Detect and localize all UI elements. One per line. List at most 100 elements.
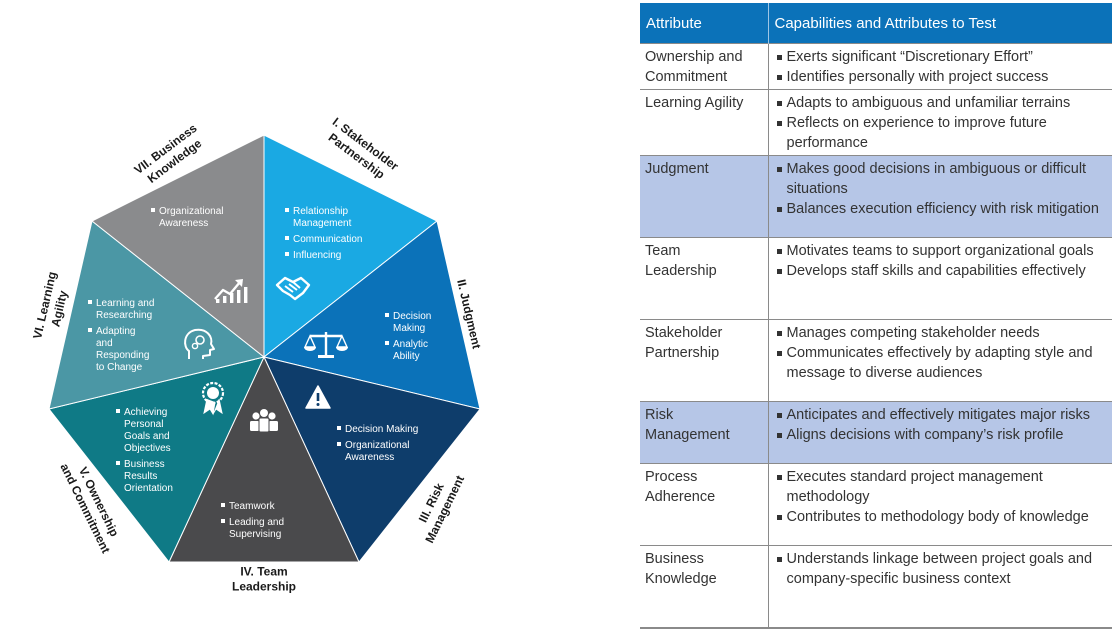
segment-business	[91, 134, 265, 359]
bullet-text: Business	[124, 459, 165, 470]
attribute-cell: Learning Agility	[640, 89, 769, 156]
capabilities-cell: Understands linkage between project goal…	[768, 545, 1112, 628]
capabilities-list: Understands linkage between project goal…	[774, 549, 1109, 589]
bullet-marker	[285, 252, 289, 256]
attribute-name-line: Team	[645, 243, 681, 259]
bullet-marker	[116, 409, 120, 413]
capability-item: Balances execution efficiency with risk …	[774, 199, 1109, 219]
head-gears-icon	[184, 328, 215, 359]
capabilities-cell: Anticipates and effectively mitigates ma…	[768, 401, 1112, 464]
bullet-marker	[88, 328, 92, 332]
bullet-marker	[221, 519, 225, 523]
bullet-text: Awareness	[345, 452, 394, 463]
attribute-name-line: Management	[645, 427, 730, 443]
attribute-name-line: Risk	[645, 407, 674, 423]
attribute-name-line: Leadership	[645, 263, 717, 279]
capability-item: Contributes to methodology body of knowl…	[774, 507, 1109, 527]
capabilities-list: Makes good decisions in ambiguous or dif…	[774, 159, 1109, 219]
handshake-icon	[275, 276, 311, 301]
bullet-text: Leading and	[229, 517, 284, 528]
attribute-name-line: Judgment	[645, 161, 709, 177]
bullet-marker	[221, 503, 225, 507]
team-icon	[250, 409, 278, 433]
bullet-text: Responding	[96, 350, 149, 361]
capability-item: Motivates teams to support organizationa…	[774, 241, 1109, 261]
warning-icon	[305, 385, 331, 409]
bullet-text: Adapting	[96, 326, 135, 337]
attribute-name-line: Business	[645, 551, 704, 567]
attribute-name-line: Commitment	[645, 69, 728, 85]
bullet-text: Relationship	[293, 206, 348, 217]
table-row: Judgment Makes good decisions in ambiguou…	[640, 155, 1112, 238]
capability-item: Develops staff skills and capabilities e…	[774, 261, 1109, 281]
bullet-text: Organizational	[345, 440, 409, 451]
header-capabilities: Capabilities and Attributes to Test	[768, 3, 1112, 44]
capabilities-cell: Makes good decisions in ambiguous or dif…	[768, 155, 1112, 238]
bullet-marker	[88, 300, 92, 304]
capabilities-cell: Motivates teams to support organizationa…	[768, 237, 1112, 320]
bullet-marker	[337, 426, 341, 430]
bullet-text: Researching	[96, 310, 152, 321]
segment-title-line: Leadership	[232, 580, 296, 594]
bullet-text: Influencing	[293, 250, 341, 261]
bullet-text: Goals and	[124, 431, 170, 442]
bullet-text: Learning and	[96, 298, 154, 309]
table-header-row: Attribute Capabilities and Attributes to…	[640, 3, 1112, 44]
bullet-marker	[337, 442, 341, 446]
bullet-text: Supervising	[229, 529, 281, 540]
capability-item: Reflects on experience to improve future…	[774, 113, 1109, 153]
bullet-text: Orientation	[124, 483, 173, 494]
bullet-text: Decision Making	[345, 424, 418, 435]
bullet-text: Achieving	[124, 407, 167, 418]
attribute-name-line: Learning Agility	[645, 95, 744, 111]
capabilities-list: Executes standard project management met…	[774, 467, 1109, 527]
table-row: Learning Agility Adapts to ambiguous and …	[640, 89, 1112, 156]
bullet-marker	[116, 461, 120, 465]
capability-item: Understands linkage between project goal…	[774, 549, 1109, 589]
bullet-text: Teamwork	[229, 501, 276, 512]
capabilities-list: Exerts significant “Discretionary Effort…	[774, 47, 1109, 87]
capabilities-list: Adapts to ambiguous and unfamiliar terra…	[774, 93, 1109, 153]
capabilities-list: Anticipates and effectively mitigates ma…	[774, 405, 1109, 445]
bullet-text: to Change	[96, 362, 143, 373]
attribute-cell: Judgment	[640, 155, 769, 238]
bullet-marker	[285, 236, 289, 240]
bullet-text: Decision	[393, 311, 431, 322]
bullet-text: Results	[124, 471, 157, 482]
capability-item: Makes good decisions in ambiguous or dif…	[774, 159, 1109, 199]
capability-item: Executes standard project management met…	[774, 467, 1109, 507]
capabilities-cell: Executes standard project management met…	[768, 463, 1112, 546]
header-attribute: Attribute	[640, 3, 769, 44]
capabilities-cell: Adapts to ambiguous and unfamiliar terra…	[768, 89, 1112, 156]
capability-item: Exerts significant “Discretionary Effort…	[774, 47, 1109, 67]
bullet-marker	[151, 208, 155, 212]
bullet-text: Communication	[293, 234, 362, 245]
attribute-name-line: Knowledge	[645, 571, 717, 587]
capability-item: Communicates effectively by adapting sty…	[774, 343, 1109, 383]
attribute-name-line: Stakeholder	[645, 325, 723, 341]
capability-item: Adapts to ambiguous and unfamiliar terra…	[774, 93, 1109, 113]
capabilities-list: Motivates teams to support organizationa…	[774, 241, 1109, 281]
segment-title-line: IV. Team	[240, 565, 287, 579]
bullet-text: Making	[393, 323, 425, 334]
bullet-text: Ability	[393, 351, 420, 362]
bullet-text: Analytic	[393, 339, 428, 350]
capabilities-cell: Exerts significant “Discretionary Effort…	[768, 43, 1112, 90]
bullet-text: Awareness	[159, 218, 208, 229]
attribute-name-line: Process	[645, 469, 698, 485]
